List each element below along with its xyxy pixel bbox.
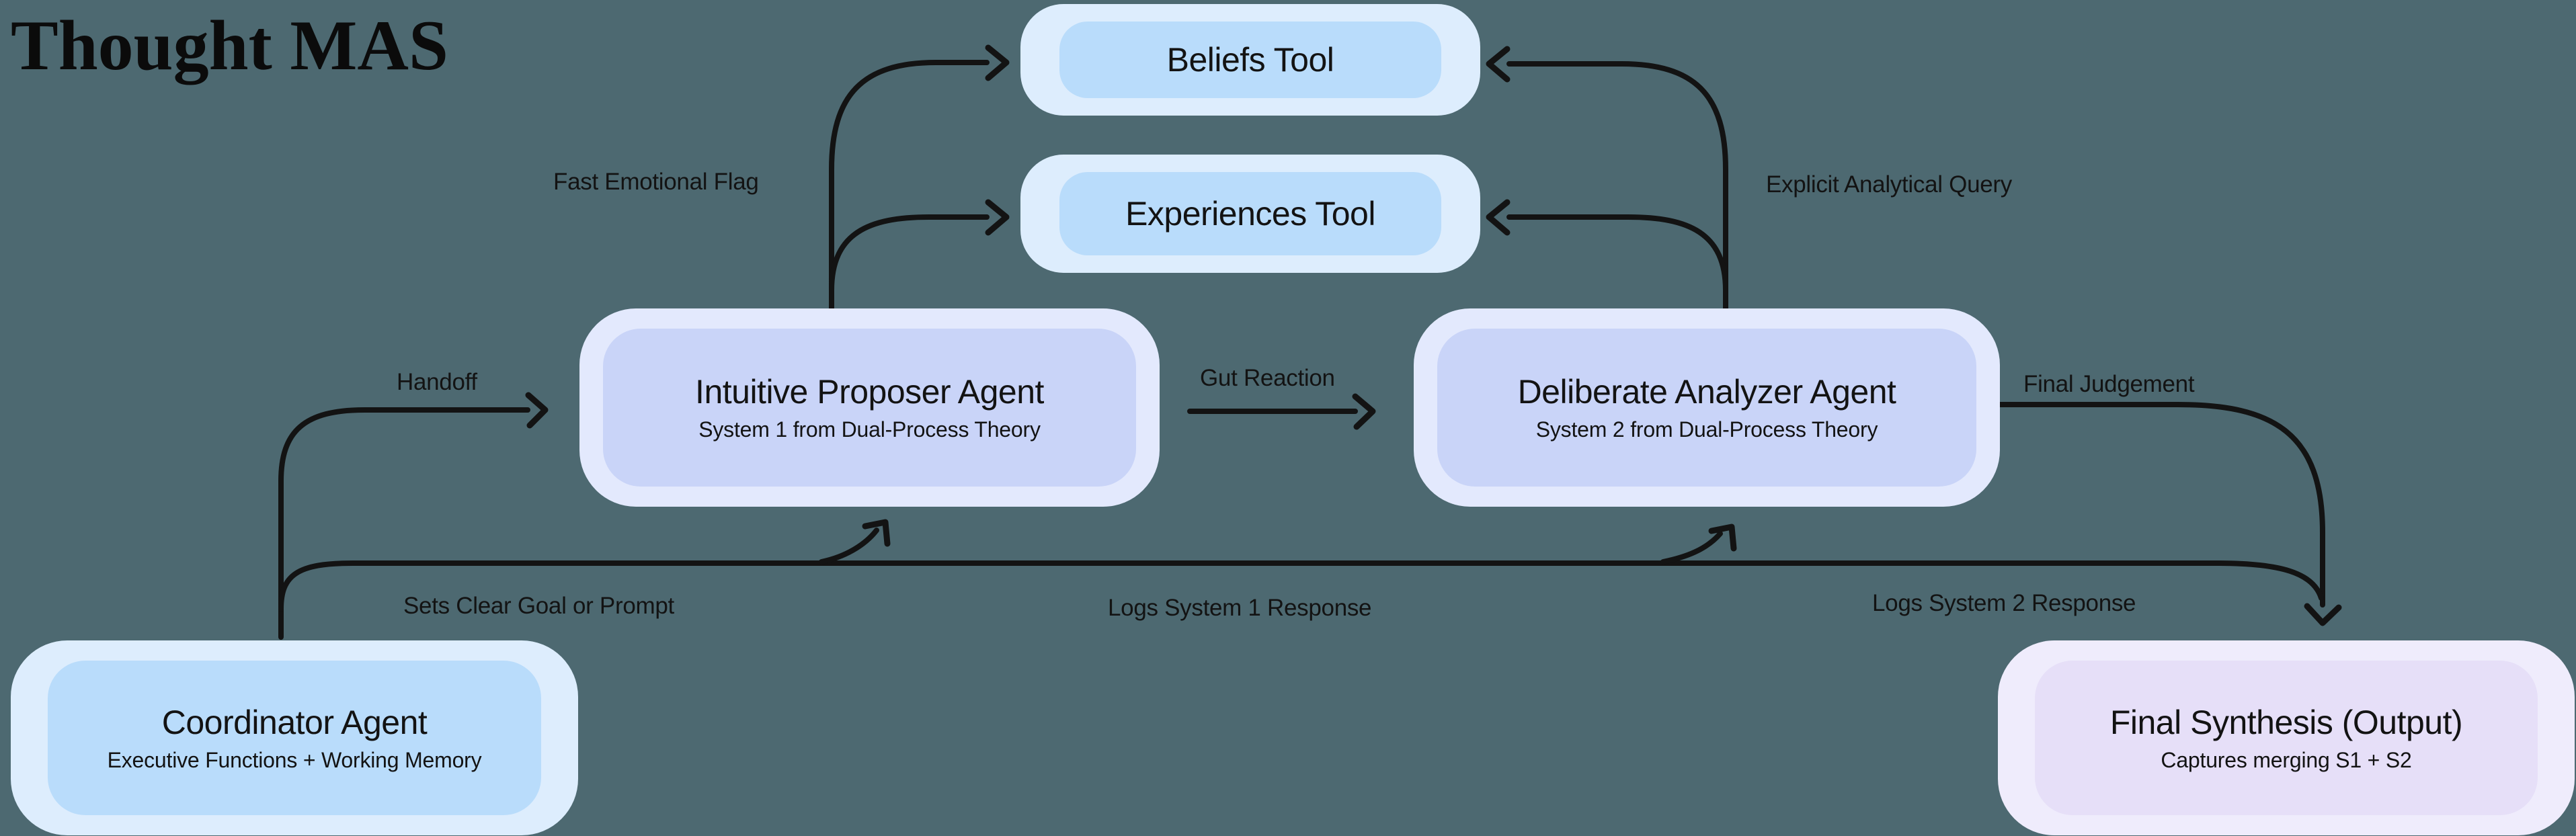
node-beliefs-tool[interactable]: Beliefs Tool (1020, 4, 1480, 116)
node-deliberate-analyzer-agent[interactable]: Deliberate Analyzer Agent System 2 from … (1414, 308, 2000, 507)
edge-label-logs-system-1-response: Logs System 1 Response (1108, 595, 1372, 621)
node-intuitive-proposer-body: Intuitive Proposer Agent System 1 from D… (603, 329, 1136, 487)
edge-intuitive-to-beliefs (829, 60, 990, 311)
node-final-synthesis-body: Final Synthesis (Output) Captures mergin… (2035, 661, 2538, 815)
arrowhead-left-experiences-right (1486, 199, 1511, 236)
edge-label-gut-reaction: Gut Reaction (1200, 365, 1335, 391)
arrowhead-left-beliefs-right (1486, 46, 1511, 83)
node-title: Coordinator Agent (161, 703, 428, 741)
node-deliberate-analyzer-body: Deliberate Analyzer Agent System 2 from … (1437, 329, 1976, 487)
node-experiences-tool[interactable]: Experiences Tool (1020, 155, 1480, 273)
arrowhead-gut-reaction (1352, 393, 1376, 430)
node-intuitive-proposer-agent[interactable]: Intuitive Proposer Agent System 1 from D… (579, 308, 1160, 507)
edge-intuitive-to-experiences (829, 214, 990, 311)
edge-bus-branch-deliberate (1660, 531, 1723, 565)
node-final-synthesis[interactable]: Final Synthesis (Output) Captures mergin… (1998, 640, 2575, 835)
edge-deliberate-to-experiences (1506, 214, 1728, 311)
node-title: Beliefs Tool (1166, 41, 1334, 79)
arrowhead-branch-intuitive (862, 519, 891, 547)
node-title: Intuitive Proposer Agent (695, 373, 1044, 411)
node-title: Final Synthesis (Output) (2109, 703, 2463, 741)
edge-coordinator-bus (278, 560, 2324, 612)
node-subtitle: Executive Functions + Working Memory (107, 747, 482, 772)
edge-bus-branch-intuitive (819, 528, 879, 565)
edge-label-fast-emotional-flag: Fast Emotional Flag (553, 169, 759, 195)
edge-deliberate-to-beliefs (1506, 61, 1728, 311)
arrowhead-right-beliefs-left (985, 44, 1010, 81)
edge-handoff (278, 407, 530, 640)
arrowhead-into-final-synthesis (2304, 603, 2342, 626)
edge-label-handoff: Handoff (397, 369, 477, 395)
edge-label-explicit-analytical-query: Explicit Analytical Query (1766, 171, 2012, 198)
node-beliefs-tool-body: Beliefs Tool (1059, 22, 1441, 98)
node-coordinator-body: Coordinator Agent Executive Functions + … (48, 661, 541, 815)
edge-label-logs-system-2-response: Logs System 2 Response (1872, 590, 2136, 616)
node-title: Deliberate Analyzer Agent (1517, 373, 1896, 411)
node-subtitle: System 2 from Dual-Process Theory (1535, 417, 1878, 442)
node-title: Experiences Tool (1125, 195, 1375, 233)
arrowhead-branch-deliberate (1708, 524, 1737, 552)
node-subtitle: System 1 from Dual-Process Theory (698, 417, 1041, 442)
arrowhead-right-experiences-left (985, 199, 1010, 236)
node-coordinator-agent[interactable]: Coordinator Agent Executive Functions + … (11, 640, 578, 835)
node-subtitle: Captures merging S1 + S2 (2161, 747, 2412, 772)
page-title: Thought MAS (11, 6, 448, 85)
edge-label-final-judgement: Final Judgement (2023, 371, 2195, 397)
edge-label-sets-clear-goal: Sets Clear Goal or Prompt (403, 593, 674, 619)
node-experiences-tool-body: Experiences Tool (1059, 172, 1441, 255)
arrowhead-handoff (525, 392, 549, 429)
edge-final-judgement (1997, 402, 2325, 608)
